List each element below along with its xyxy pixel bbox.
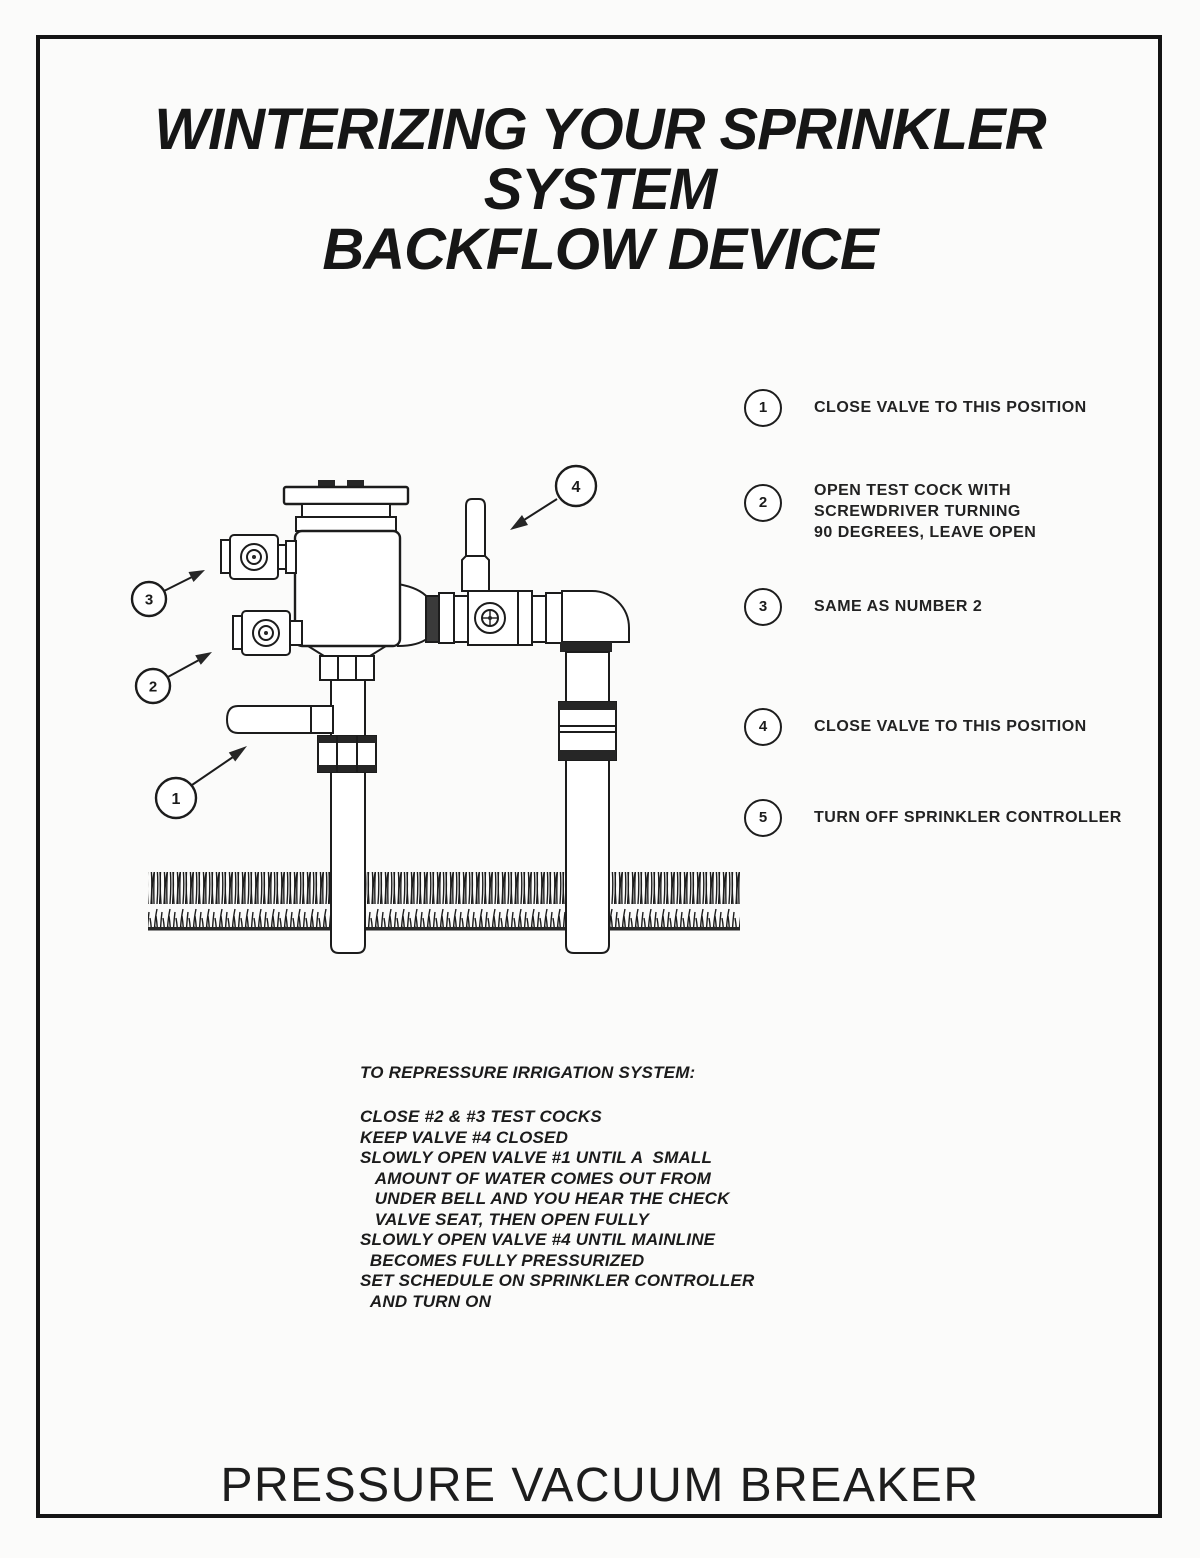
backflow-device-diagram: 3 2 1 4 xyxy=(130,464,740,954)
callout-2-arrow xyxy=(195,652,212,665)
union-fitting xyxy=(558,701,617,761)
bonnet-body xyxy=(293,529,402,648)
outlet-riser-pipe xyxy=(558,651,617,954)
callout-number-badge: 3 xyxy=(744,588,782,626)
bonnet-bolt xyxy=(347,480,364,489)
ball-valve-handle xyxy=(461,498,490,592)
callout-number: 2 xyxy=(149,679,157,696)
legend-item-text: OPEN TEST COCK WITH SCREWDRIVER TURNING … xyxy=(814,482,1037,541)
page-title: WINTERIZING YOUR SPRINKLER SYSTEM BACKFL… xyxy=(154,97,1046,282)
pipe-ring xyxy=(531,595,547,643)
pipe-ring xyxy=(438,592,455,644)
inlet-riser-pipe xyxy=(225,645,390,954)
page-border xyxy=(36,35,1162,1518)
callout-4-marker: 4 xyxy=(510,464,598,530)
callout-3-arrow xyxy=(188,570,205,582)
repressure-instructions: TO REPRESSURE IRRIGATION SYSTEM: CLOSE #… xyxy=(360,1063,820,1312)
callout-1-marker: 1 xyxy=(154,746,247,820)
callout-3-marker: 3 xyxy=(130,570,205,618)
reducer xyxy=(304,645,390,657)
callout-1-arrow xyxy=(228,746,247,762)
callout-number-badge: 4 xyxy=(744,708,782,746)
callout-number: 1 xyxy=(172,791,181,808)
legend-item-text: CLOSE VALVE TO THIS POSITION xyxy=(814,399,1087,416)
pipe-ring xyxy=(545,592,563,644)
test-cock-2 xyxy=(232,610,303,656)
ground-line xyxy=(148,927,740,931)
callout-2-marker: 2 xyxy=(134,652,212,705)
pipe-ring xyxy=(453,595,469,643)
callout-number-badge: 5 xyxy=(744,799,782,837)
pipe-ring xyxy=(425,595,440,643)
instructions-body: CLOSE #2 & #3 TEST COCKS KEEP VALVE #4 C… xyxy=(360,1107,755,1311)
grass xyxy=(148,872,740,931)
callout-number-badge: 1 xyxy=(744,389,782,427)
bonnet-cap-flange xyxy=(282,485,410,506)
outlet-assembly xyxy=(397,498,630,652)
outlet-elbow xyxy=(560,590,630,652)
bonnet-assembly xyxy=(282,480,410,648)
shutoff-valve-handle xyxy=(225,705,334,734)
instructions-heading: TO REPRESSURE IRRIGATION SYSTEM: xyxy=(360,1063,696,1082)
outlet-bridge xyxy=(397,582,429,648)
callout-number: 3 xyxy=(145,592,153,609)
callout-number: 4 xyxy=(572,479,581,496)
hex-coupling xyxy=(317,735,377,773)
callout-4-arrow xyxy=(510,515,528,530)
legend-item-text: CLOSE VALVE TO THIS POSITION xyxy=(814,718,1087,735)
bonnet-bolt xyxy=(318,480,335,489)
outlet-ball-valve xyxy=(461,498,533,646)
legend-item-text: TURN OFF SPRINKLER CONTROLLER xyxy=(814,809,1122,826)
callout-number-badge: 2 xyxy=(744,484,782,522)
union-nut xyxy=(319,655,375,681)
footer-title: PRESSURE VACUUM BREAKER xyxy=(220,1459,980,1512)
legend-item-text: SAME AS NUMBER 2 xyxy=(814,598,983,615)
test-cock-3 xyxy=(220,534,297,580)
